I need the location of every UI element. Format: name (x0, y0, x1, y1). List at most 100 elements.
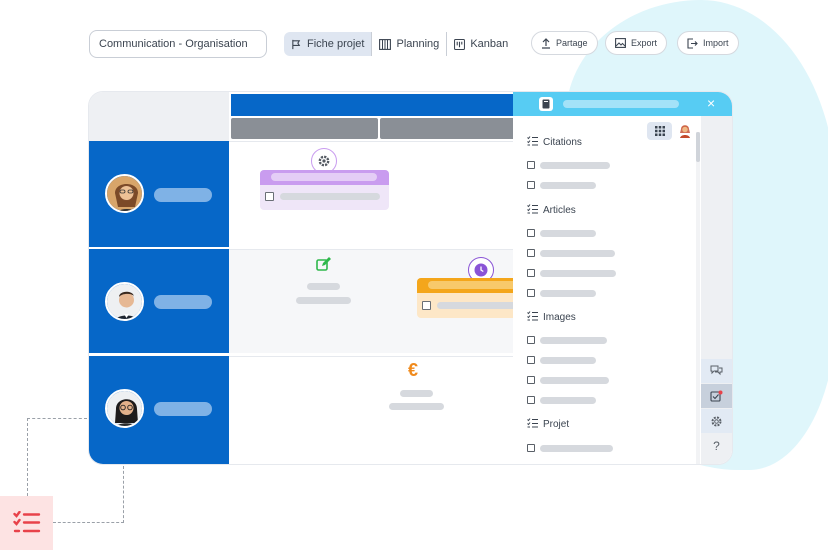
comments-button[interactable] (701, 359, 732, 383)
checklist-item[interactable] (527, 376, 609, 384)
section-articles[interactable]: Articles (527, 204, 576, 217)
scrollbar-thumb[interactable] (696, 132, 700, 162)
export-label: Export (631, 38, 658, 48)
tab-label: Planning (396, 38, 440, 50)
item-checkbox[interactable] (527, 269, 535, 277)
checklist-item[interactable] (527, 229, 596, 237)
item-checkbox[interactable] (527, 161, 535, 169)
checklist-icon (12, 511, 40, 533)
task-text-placeholder (280, 193, 380, 200)
item-checkbox[interactable] (527, 229, 535, 237)
item-checkbox[interactable] (527, 249, 535, 257)
section-title: Projet (543, 419, 570, 430)
task-check-icon (710, 390, 723, 402)
flag-icon (292, 39, 301, 49)
resource-row-2[interactable] (89, 249, 229, 353)
checklist-icon (527, 311, 538, 324)
import-button[interactable]: Import (677, 31, 739, 55)
item-text-placeholder (540, 269, 616, 277)
help-button[interactable]: ? (701, 434, 732, 458)
settings-button[interactable] (701, 409, 732, 433)
resource-row-1[interactable] (89, 141, 229, 247)
item-text-placeholder (540, 356, 596, 364)
item-text-placeholder (540, 289, 596, 297)
section-images[interactable]: Images (527, 311, 576, 324)
card-title-placeholder (428, 281, 534, 289)
item-text-placeholder (540, 229, 596, 237)
share-label: Partage (556, 38, 588, 48)
export-button[interactable]: Export (605, 31, 668, 55)
checklist-item[interactable] (527, 396, 596, 404)
checklist-item[interactable] (527, 444, 613, 452)
item-text-placeholder (540, 444, 613, 452)
panel-header: × (513, 92, 732, 116)
timeline-subheader (380, 118, 530, 139)
image-icon (615, 38, 626, 48)
task-checkbox[interactable] (422, 301, 431, 310)
resource-name-placeholder (154, 402, 212, 416)
kanban-icon (454, 38, 466, 50)
resource-row-3[interactable] (89, 356, 229, 464)
item-text-placeholder (540, 181, 596, 189)
tab-fiche-projet[interactable]: Fiche projet (284, 32, 372, 56)
help-icon: ? (713, 439, 720, 453)
item-text-placeholder (540, 396, 596, 404)
gear-icon[interactable] (311, 148, 337, 174)
panel-doc-icon (539, 97, 553, 111)
tab-kanban[interactable]: Kanban (447, 32, 515, 56)
tab-planning[interactable]: Planning (372, 32, 446, 56)
view-tabs: Fiche projet Planning Kanban (284, 32, 515, 56)
checklist-item[interactable] (527, 181, 596, 189)
item-text-placeholder (540, 249, 615, 257)
checklist-item[interactable] (527, 161, 610, 169)
import-icon (687, 37, 698, 49)
grid-view-button[interactable] (647, 122, 672, 140)
scrollbar-track[interactable] (696, 132, 700, 464)
checklist-item[interactable] (527, 269, 616, 277)
section-citations[interactable]: Citations (527, 136, 582, 149)
item-checkbox[interactable] (527, 181, 535, 189)
resource-name-placeholder (154, 188, 212, 202)
timeline-subheader (231, 118, 378, 139)
row-cells-1 (229, 141, 529, 247)
checklist-icon (527, 418, 538, 431)
euro-icon[interactable]: € (408, 360, 419, 380)
board-corner (89, 92, 229, 141)
share-button[interactable]: Partage (531, 31, 598, 55)
checklist-button[interactable] (701, 384, 732, 408)
upload-icon (542, 37, 550, 49)
connector-line (123, 466, 124, 523)
checklist-item[interactable] (527, 249, 615, 257)
section-projet[interactable]: Projet (527, 418, 569, 431)
close-icon[interactable]: × (707, 95, 716, 111)
item-checkbox[interactable] (527, 356, 535, 364)
section-title: Articles (543, 205, 576, 216)
item-checkbox[interactable] (527, 444, 535, 452)
task-text-placeholder (389, 403, 444, 410)
woman-avatar (105, 174, 144, 213)
section-title: Citations (543, 137, 582, 148)
edit-icon[interactable] (316, 257, 331, 277)
connector-line (53, 522, 124, 523)
resource-name-placeholder (154, 295, 212, 309)
tab-divider (371, 32, 373, 56)
task-text-placeholder (437, 302, 537, 309)
woman-glasses-avatar (105, 389, 144, 428)
item-text-placeholder (540, 376, 609, 384)
user-avatar-small[interactable] (676, 122, 694, 140)
checklist-item[interactable] (527, 289, 596, 297)
task-checkbox[interactable] (265, 192, 274, 201)
checklist-icon (527, 136, 538, 149)
item-checkbox[interactable] (527, 396, 535, 404)
project-name-field[interactable]: Communication - Organisation (89, 30, 267, 58)
columns-icon (379, 38, 392, 50)
checklist-item[interactable] (527, 356, 596, 364)
item-checkbox[interactable] (527, 336, 535, 344)
item-checkbox[interactable] (527, 289, 535, 297)
section-title: Images (543, 312, 576, 323)
item-checkbox[interactable] (527, 376, 535, 384)
checklist-item[interactable] (527, 336, 607, 344)
task-card-purple[interactable] (260, 170, 389, 210)
panel-side-rail: ? (701, 116, 732, 464)
item-text-placeholder (540, 161, 610, 169)
